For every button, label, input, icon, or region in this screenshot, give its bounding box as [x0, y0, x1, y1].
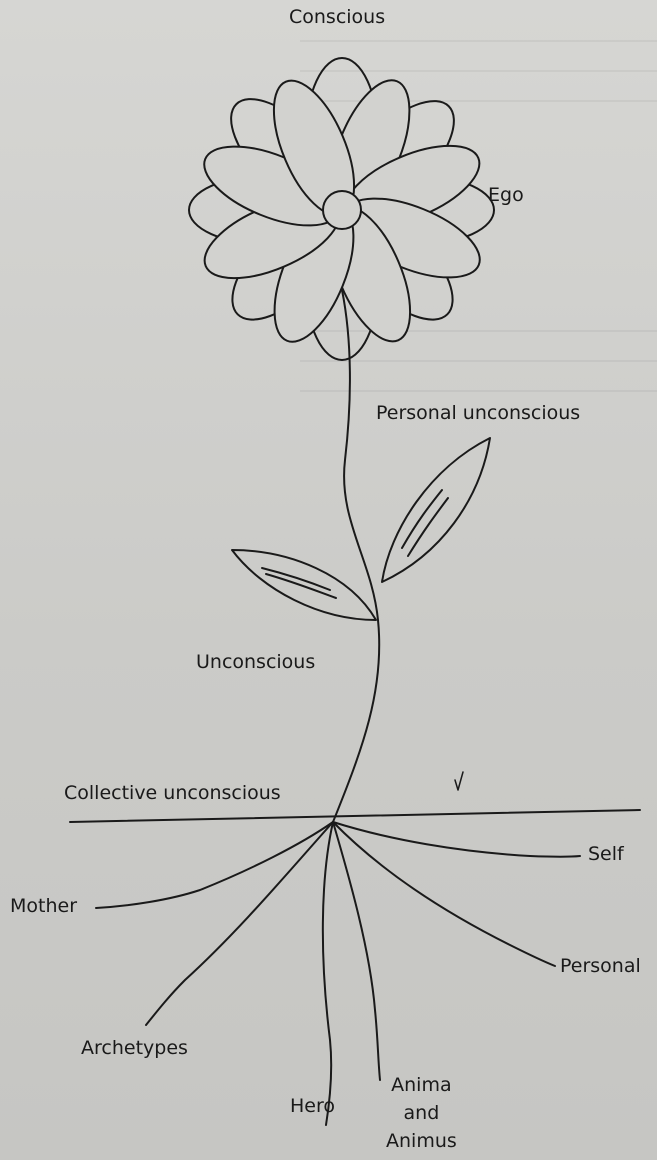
label-ego: Ego: [488, 184, 524, 207]
label-self: Self: [588, 843, 624, 866]
label-personal-unconscious: Personal unconscious: [376, 402, 580, 425]
root-archetypes: [146, 822, 333, 1025]
label-anima-and-animus: Anima and Animus: [386, 1071, 457, 1155]
ground-line: [70, 810, 640, 822]
label-collective-unconscious: Collective unconscious: [64, 782, 281, 805]
root-self: [333, 822, 580, 857]
label-mother: Mother: [10, 895, 77, 918]
root-hero: [323, 822, 333, 1125]
leaf-left: [232, 550, 376, 620]
label-conscious: Conscious: [289, 6, 385, 29]
flower-stem: [333, 290, 379, 822]
root-mother: [96, 822, 333, 908]
leaf-upper-right: [382, 438, 490, 582]
root-anima: [333, 822, 380, 1080]
label-hero: Hero: [290, 1095, 335, 1118]
roots: [96, 822, 580, 1125]
label-personal: Personal: [560, 955, 641, 978]
label-unconscious: Unconscious: [196, 651, 315, 674]
flower-center: [323, 191, 361, 229]
root-personal: [333, 822, 555, 966]
pencil-mark: [455, 772, 463, 790]
label-archetypes: Archetypes: [81, 1037, 188, 1060]
